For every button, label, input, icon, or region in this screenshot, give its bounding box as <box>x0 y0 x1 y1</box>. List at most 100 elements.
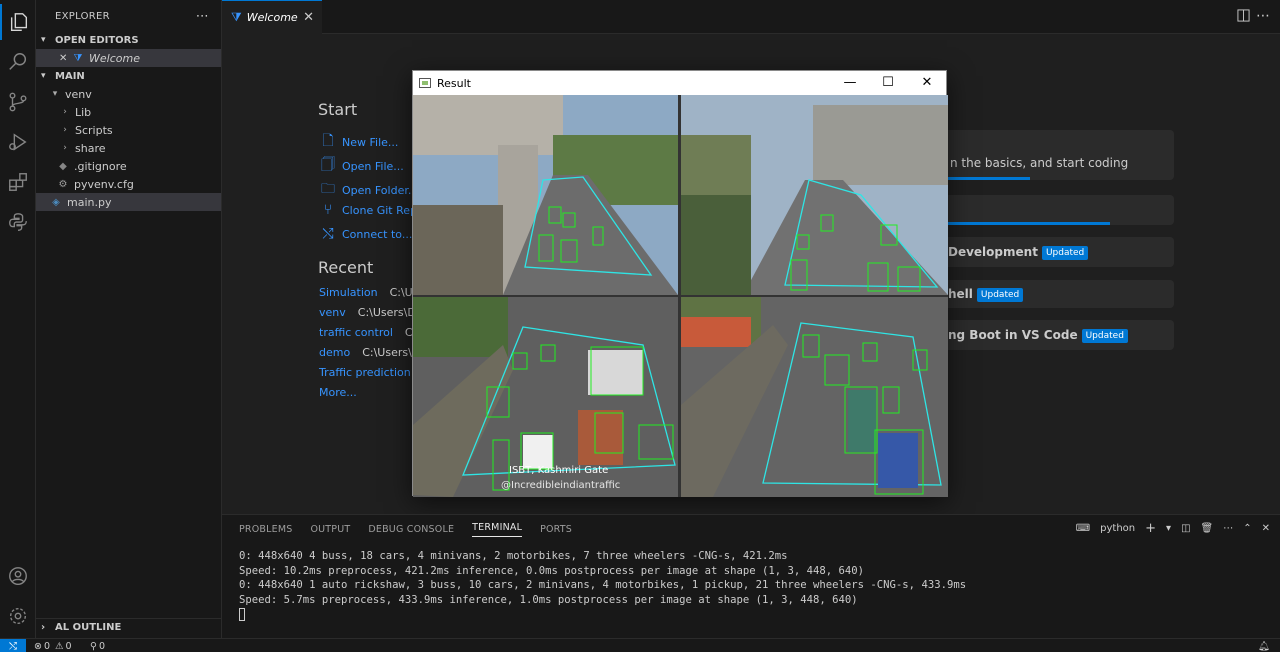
trash-icon[interactable]: 🗑 <box>1200 523 1214 534</box>
recent-item[interactable]: demo C:\Users\D <box>319 346 420 359</box>
walkthrough-progress <box>940 177 1030 180</box>
main-folder-section[interactable]: ▾ MAIN <box>36 67 221 85</box>
updated-badge: Updated <box>1041 245 1089 260</box>
search-icon[interactable] <box>0 44 36 80</box>
more-actions-icon[interactable]: ⋯ <box>1223 523 1234 534</box>
run-debug-icon[interactable] <box>0 124 36 160</box>
remote-indicator-icon[interactable]: ⤭ <box>0 639 26 652</box>
terminal-icon: ⌨ <box>1075 523 1091 534</box>
recent-name[interactable]: demo <box>319 346 351 359</box>
tree-item-pyvenv[interactable]: ⚙ pyvenv.cfg <box>36 175 221 193</box>
tab-debug-console[interactable]: DEBUG CONSOLE <box>368 523 455 535</box>
settings-gear-icon[interactable] <box>0 598 36 634</box>
connect-to-link[interactable]: ⤭ Connect to... <box>318 226 412 242</box>
tab-ports[interactable]: PORTS <box>540 523 573 535</box>
more-actions-icon[interactable]: ⋯ <box>195 9 209 24</box>
tab-welcome[interactable]: ⧩ Welcome ✕ <box>222 0 322 34</box>
recent-item[interactable]: Simulation C:\Use <box>319 286 425 299</box>
walkthrough-text: hell <box>948 287 973 301</box>
walkthrough-text: n the basics, and start coding <box>950 156 1129 170</box>
tree-item-label: .gitignore <box>74 159 127 173</box>
tree-item-share[interactable]: › share <box>36 139 221 157</box>
result-window[interactable]: Result — ☐ ✕ <box>412 70 948 497</box>
maximize-button[interactable]: ☐ <box>882 75 894 90</box>
start-item-label: Connect to... <box>342 227 413 241</box>
recent-name[interactable]: Simulation <box>319 286 378 299</box>
tab-terminal[interactable]: TERMINAL <box>472 522 523 537</box>
remote-icon: ⤭ <box>322 226 334 242</box>
recent-name[interactable]: traffic control <box>319 326 393 339</box>
updated-badge: Updated <box>976 287 1024 302</box>
open-editors-section[interactable]: ▾ OPEN EDITORS <box>36 31 221 49</box>
chevron-right-icon: › <box>41 622 46 633</box>
open-file-icon: 🗍 <box>321 157 335 173</box>
recent-item[interactable]: Traffic prediction <box>319 366 411 379</box>
image-window-icon <box>419 78 431 88</box>
error-count: 0 <box>43 640 51 652</box>
tab-output[interactable]: OUTPUT <box>310 523 351 535</box>
overlay-caption: ISBT, Kashmiri Gate <box>509 465 608 476</box>
start-item-label: Clone Git Repo <box>342 203 424 217</box>
account-icon[interactable] <box>0 558 36 594</box>
tree-item-label: main.py <box>67 195 112 209</box>
more-actions-icon[interactable]: ⋯ <box>1256 8 1270 24</box>
chevron-down-icon[interactable]: ▾ <box>1166 523 1172 534</box>
close-icon[interactable]: ✕ <box>59 52 68 64</box>
terminal-output[interactable]: 0: 448x640 4 buss, 18 cars, 4 minivans, … <box>239 549 966 622</box>
explorer-sidebar: EXPLORER ⋯ ▾ OPEN EDITORS ✕ ⧩ Welcome ▾ … <box>36 0 222 638</box>
warning-count: 0 <box>65 640 72 652</box>
minimize-button[interactable]: — <box>843 75 857 90</box>
recent-item[interactable]: venv C:\Users\De <box>319 306 423 319</box>
tree-item-main-py[interactable]: ◈ main.py <box>36 193 221 211</box>
tree-item-scripts[interactable]: › Scripts <box>36 121 221 139</box>
python-icon[interactable] <box>0 204 36 240</box>
tree-item-label: Lib <box>75 105 92 119</box>
close-panel-icon[interactable]: ✕ <box>1261 523 1270 534</box>
problems-status[interactable]: ⊗0 ⚠0 <box>34 639 72 652</box>
walkthrough-card[interactable] <box>940 195 1174 225</box>
split-terminal-icon[interactable]: ◫ <box>1181 523 1191 534</box>
chevron-down-icon: ▾ <box>41 71 46 81</box>
tree-item-venv[interactable]: ▾ venv <box>36 85 221 103</box>
clone-git-link[interactable]: ⑂ Clone Git Repo <box>318 202 424 218</box>
source-control-icon[interactable] <box>0 84 36 120</box>
recent-name[interactable]: Traffic prediction <box>319 366 411 379</box>
tree-item-gitignore[interactable]: ◆ .gitignore <box>36 157 221 175</box>
result-titlebar[interactable]: Result — ☐ ✕ <box>413 71 946 95</box>
walkthrough-card[interactable]: n the basics, and start coding <box>940 130 1174 180</box>
extensions-icon[interactable] <box>0 164 36 200</box>
open-editor-welcome[interactable]: ✕ ⧩ Welcome <box>36 49 221 67</box>
close-window-button[interactable]: ✕ <box>921 75 933 90</box>
new-file-link[interactable]: 🗋 New File... <box>318 130 398 154</box>
walkthrough-progress <box>940 222 1110 225</box>
close-icon[interactable]: ✕ <box>303 10 314 25</box>
tab-label: Welcome <box>246 11 298 24</box>
notifications-bell-icon[interactable]: 🔔︎ <box>1258 640 1271 652</box>
bottom-panel: PROBLEMS OUTPUT DEBUG CONSOLE TERMINAL P… <box>222 514 1280 638</box>
editor-tab-bar: ⧩ Welcome ✕ ⋯ <box>222 0 1280 34</box>
open-folder-link[interactable]: 🗀 Open Folder... <box>318 178 418 202</box>
python-file-icon: ◈ <box>52 196 60 208</box>
tree-item-lib[interactable]: › Lib <box>36 103 221 121</box>
split-editor-icon[interactable] <box>1237 9 1250 22</box>
walkthrough-text: Development <box>948 245 1038 259</box>
outline-section[interactable]: › AL OUTLINE <box>36 618 222 636</box>
add-terminal-icon[interactable]: + <box>1145 521 1157 536</box>
maximize-panel-icon[interactable]: ⌃ <box>1243 523 1252 534</box>
recent-item[interactable]: traffic control C:\ <box>319 326 420 339</box>
explorer-icon[interactable] <box>0 4 36 40</box>
tree-item-label: share <box>75 141 106 155</box>
vscode-icon: ⧩ <box>73 52 83 64</box>
terminal-line: 0: 448x640 1 auto rickshaw, 3 buss, 10 c… <box>239 579 967 592</box>
recent-name[interactable]: venv <box>319 306 346 319</box>
start-item-label: Open File... <box>342 159 404 173</box>
ports-status[interactable]: ⚲0 <box>90 639 105 652</box>
open-file-link[interactable]: 🗍 Open File... <box>318 154 404 178</box>
recent-more-link[interactable]: More... <box>319 386 357 399</box>
result-title: Result <box>437 76 471 90</box>
terminal-shell-name[interactable]: python <box>1100 523 1136 534</box>
tab-problems[interactable]: PROBLEMS <box>239 523 293 535</box>
